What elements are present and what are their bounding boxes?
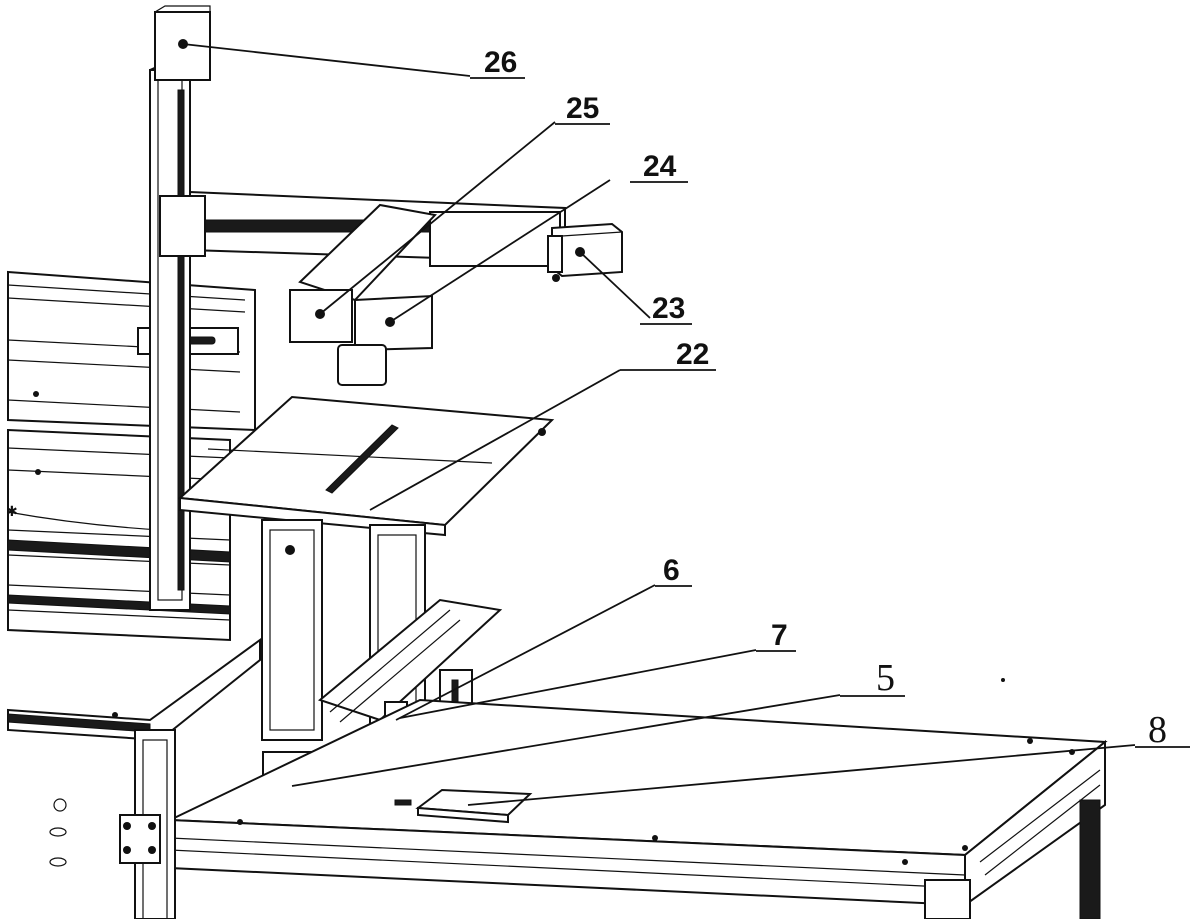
callout-label-6: 6 (663, 554, 680, 587)
motor-26 (154, 5, 211, 81)
motor-23 (547, 222, 623, 282)
callout-26: 26 (470, 46, 525, 79)
callout-label-7: 7 (771, 619, 788, 652)
left-lower-frame (7, 638, 261, 919)
callout-22: 22 (620, 338, 716, 371)
callout-24: 24 (630, 150, 688, 183)
callout-label-22: 22 (676, 338, 709, 371)
left-rail-frame: ✱ (6, 270, 256, 642)
carriage-25 (289, 203, 437, 386)
callout-8: 8 (1135, 709, 1190, 751)
callout-label-26: 26 (484, 46, 517, 79)
callout-label-24: 24 (643, 150, 677, 183)
callout-label-5: 5 (876, 657, 895, 699)
callout-label-25: 25 (566, 92, 599, 125)
callout-6: 6 (655, 554, 692, 587)
leader-lines (182, 43, 1136, 806)
vertical-column (149, 61, 209, 611)
callout-25: 25 (555, 92, 610, 125)
callout-label-8: 8 (1148, 709, 1167, 751)
support-column (261, 519, 503, 741)
pad-8 (394, 788, 533, 824)
workbench (169, 678, 1108, 919)
callout-label-23: 23 (652, 292, 685, 325)
callout-5: 5 (840, 657, 905, 699)
svg-text:✱: ✱ (6, 504, 18, 520)
callout-7: 7 (756, 619, 796, 652)
callout-23: 23 (640, 292, 692, 325)
